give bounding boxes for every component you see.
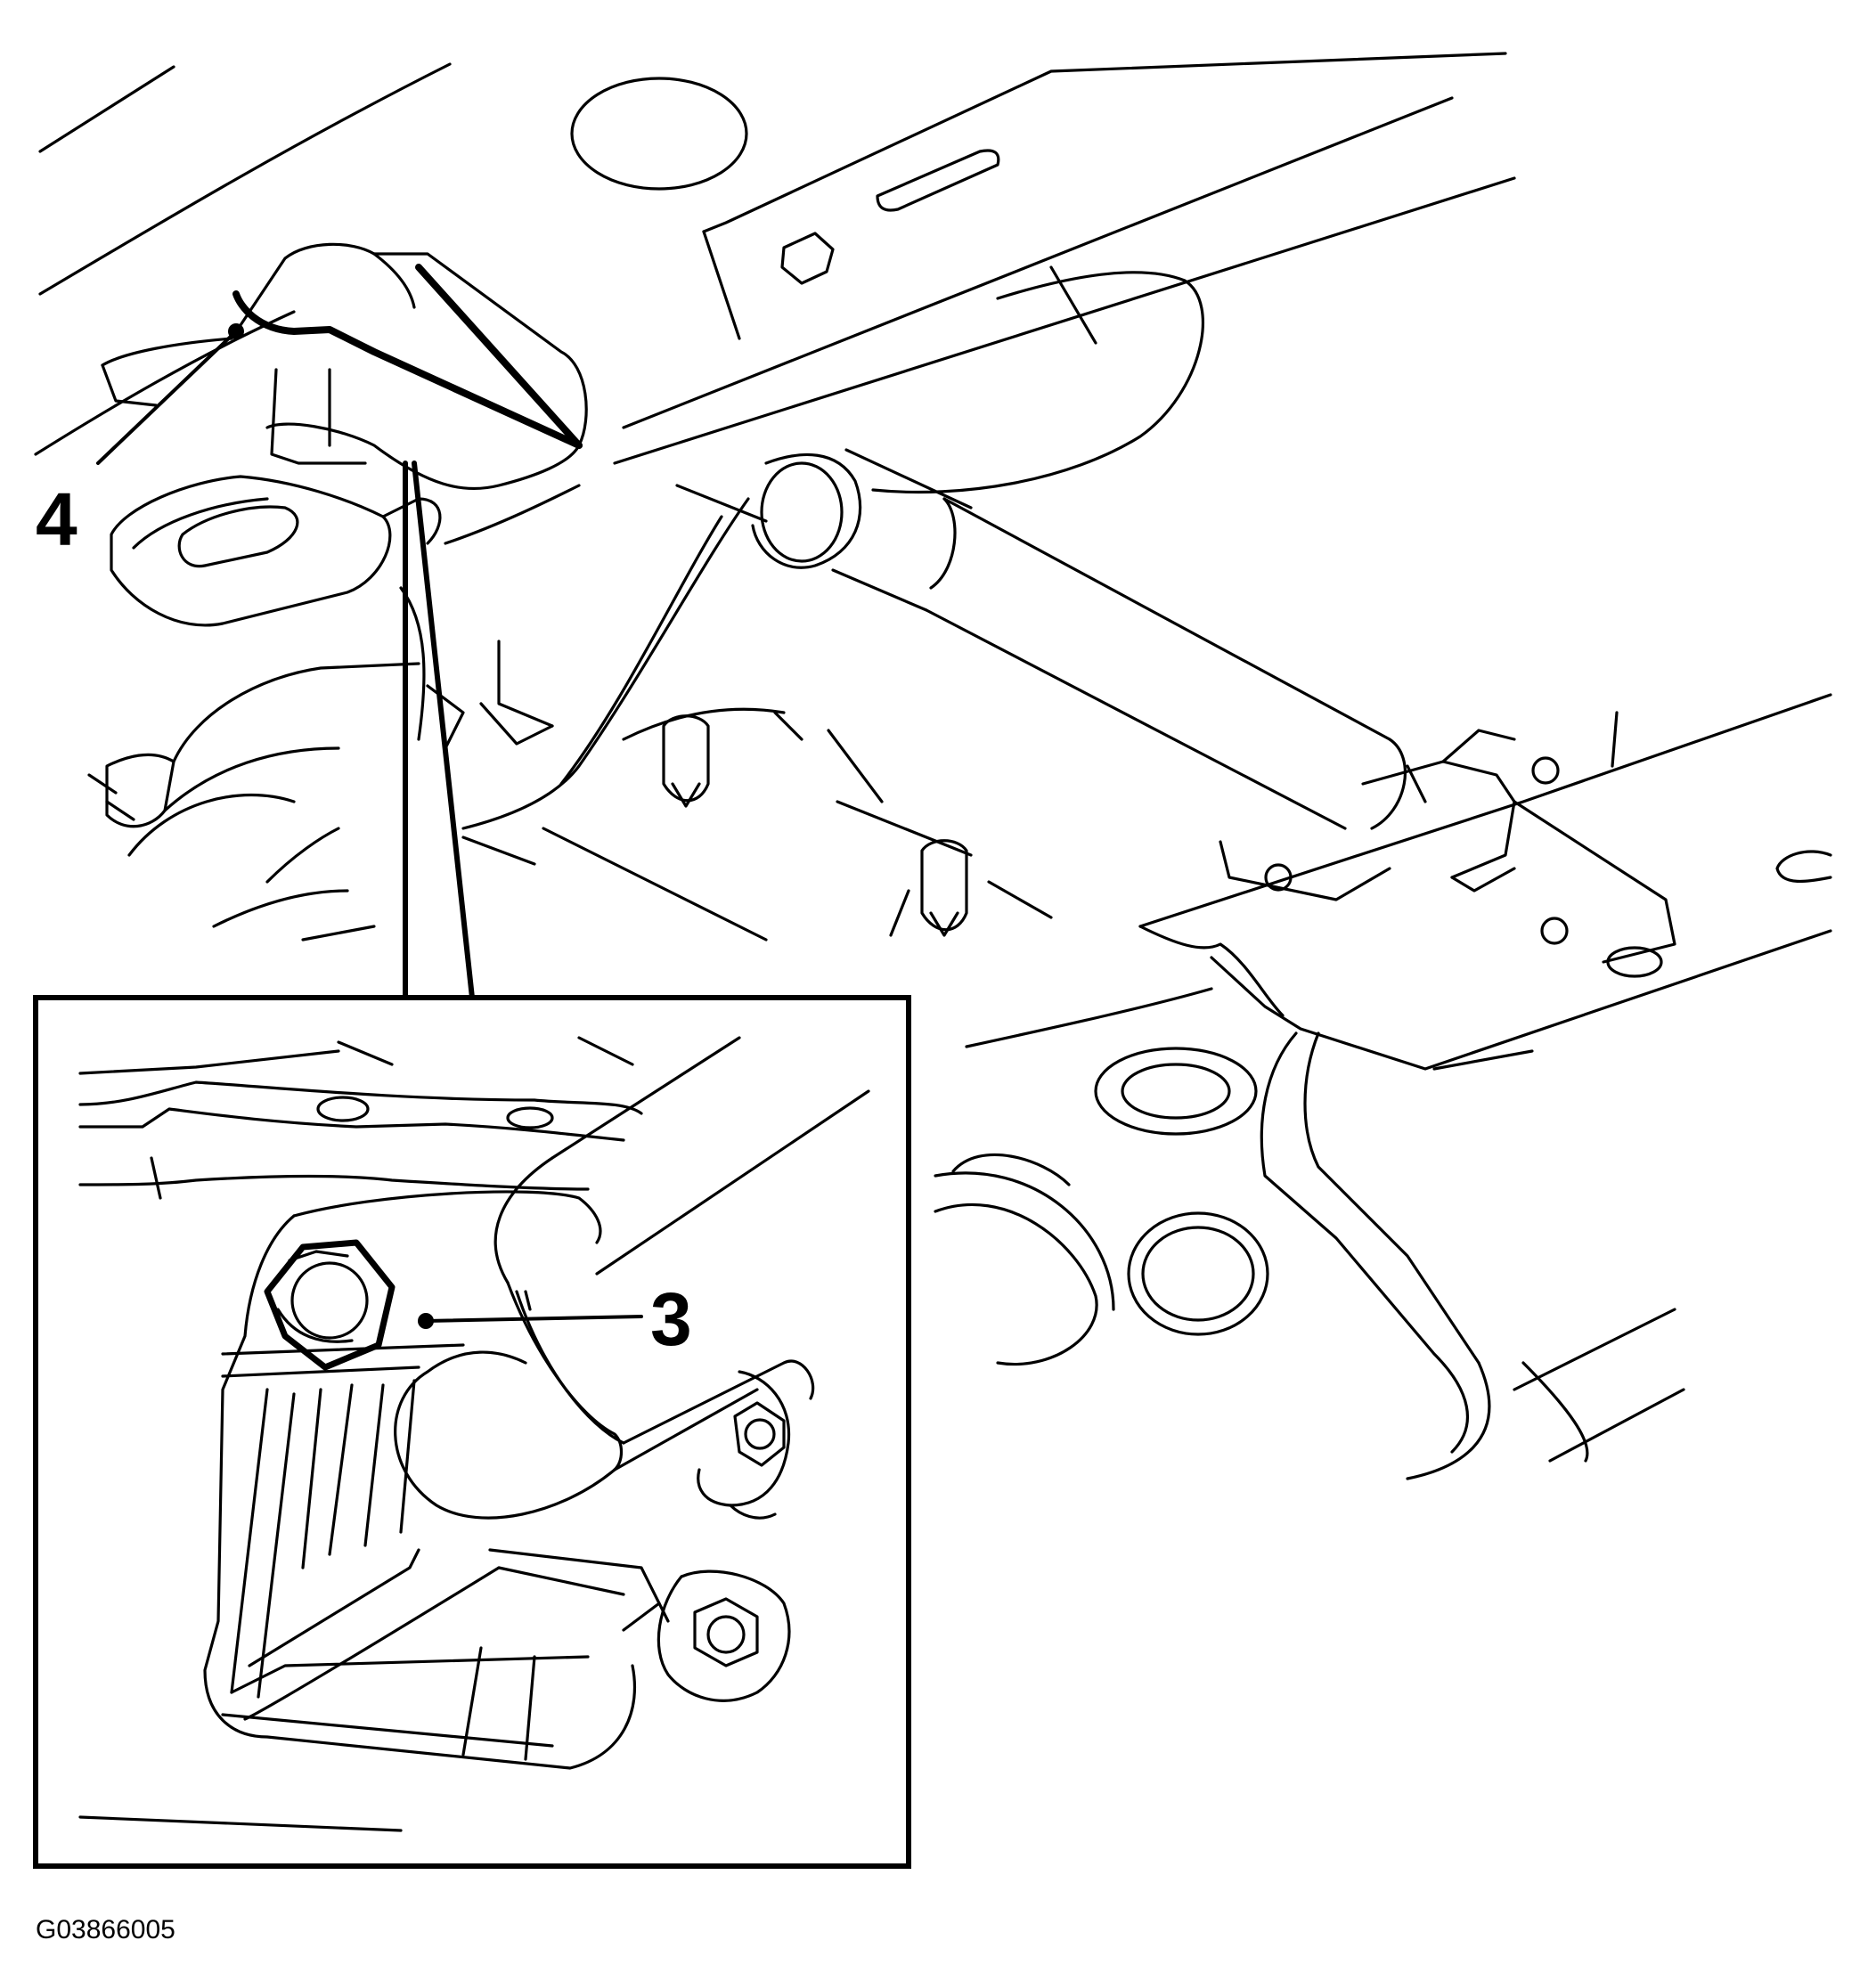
nut-lower xyxy=(622,1569,791,1702)
figure-id-label: G03866005 xyxy=(36,1915,175,1944)
callout-3-label: 3 xyxy=(650,1277,692,1361)
inset-frame xyxy=(33,995,911,1869)
inset-pointer xyxy=(403,461,475,1000)
callout-4-label: 4 xyxy=(36,477,77,561)
nut-upper xyxy=(697,1370,791,1520)
main-view xyxy=(34,52,1832,1480)
callout-3-leader xyxy=(418,1313,643,1329)
component-4-bracket xyxy=(101,242,588,627)
inset-detail xyxy=(33,995,911,1869)
hex-bolt xyxy=(264,1239,396,1371)
callout-4-leader xyxy=(96,323,244,465)
